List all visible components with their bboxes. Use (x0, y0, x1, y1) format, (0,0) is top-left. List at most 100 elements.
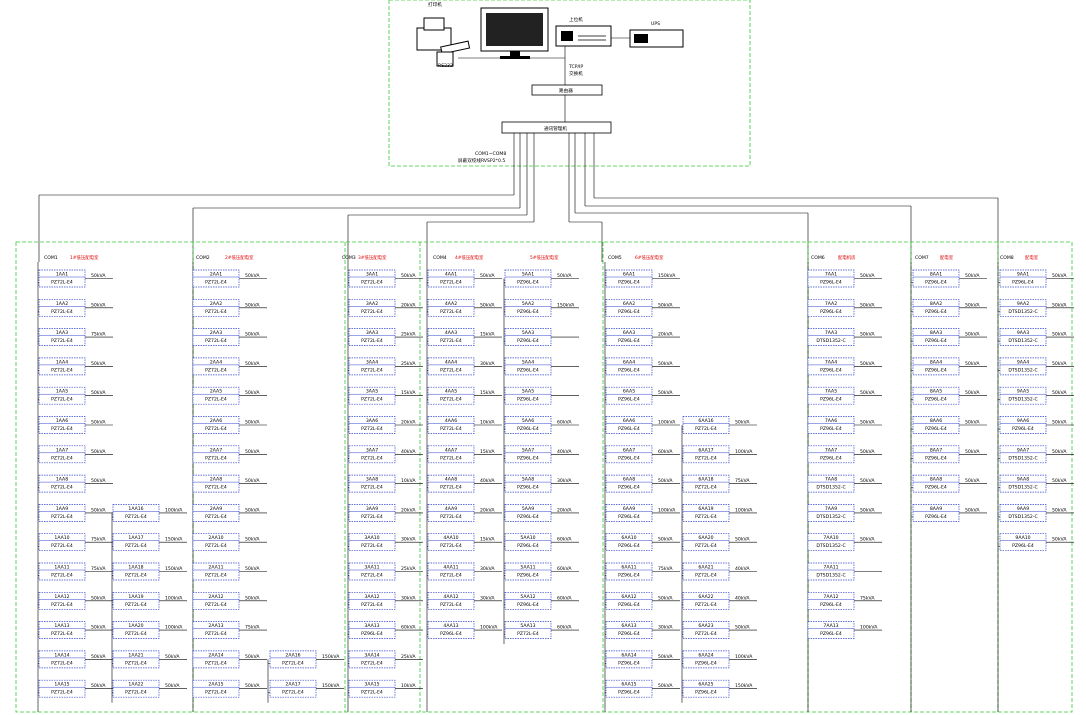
device-unit[interactable]: 3AA13PZ96L-E460kVA (348, 621, 423, 639)
device-unit[interactable]: 4AA2PZ72L-E450kVA (427, 298, 502, 317)
device-unit[interactable]: 2AA15PZ72L-E450kVA (192, 679, 267, 698)
device-unit[interactable]: 4AA11PZ72L-E430kVA (427, 562, 502, 581)
device-unit[interactable]: 2AA8PZ72L-E450kVA (192, 474, 267, 493)
device-unit[interactable]: 8AA9PZ96L-E450kVA (911, 504, 987, 522)
device-unit[interactable]: 6AA24PZ96L-E4100kVA (682, 650, 757, 669)
device-unit[interactable]: 5AA2PZ96L-E4150kVA (504, 298, 579, 317)
device-unit[interactable]: 5AA11PZ96L-E460kVA (504, 562, 579, 581)
device-unit[interactable]: 4AA5PZ72L-E415kVA (427, 386, 502, 405)
device-unit[interactable]: 9AA4DTSD1352-C50kVA (998, 357, 1074, 376)
device-unit[interactable]: 6AA12PZ96L-E450kVA (605, 591, 680, 610)
device-unit[interactable]: 1AA20PZ72L-E4100kVA (112, 621, 187, 639)
device-unit[interactable]: 1AA16PZ72L-E4100kVA (112, 504, 187, 522)
device-unit[interactable]: 3AA10PZ72L-E430kVA (348, 533, 423, 552)
device-unit[interactable]: 6AA7PZ96L-E460kVA (605, 445, 680, 464)
device-unit[interactable]: 1AA19PZ72L-E4100kVA (112, 591, 187, 610)
device-unit[interactable]: 6AA13PZ96L-E430kVA (605, 621, 680, 639)
device-unit[interactable]: 2AA3PZ72L-E450kVA (192, 328, 267, 346)
device-unit[interactable]: 1AA17PZ72L-E4150kVA (112, 533, 187, 552)
device-unit[interactable]: 6AA18PZ72L-E475kVA (682, 474, 757, 493)
device-unit[interactable]: 1AA12PZ72L-E450kVA (38, 591, 113, 610)
device-unit[interactable]: 6AA22PZ72L-E440kVA (682, 591, 757, 610)
device-unit[interactable]: 7AA2PZ96L-E450kVA (807, 298, 882, 317)
device-unit[interactable]: 4AA3PZ72L-E415kVA (427, 328, 502, 346)
device-unit[interactable]: 1AA21PZ72L-E450kVA (112, 650, 187, 669)
device-unit[interactable]: 3AA9PZ72L-E420kVA (348, 504, 423, 522)
device-unit[interactable]: 2AA17PZ72L-E4150kVA (268, 679, 344, 698)
device-unit[interactable]: 1AA13PZ72L-E450kVA (38, 621, 113, 639)
device-unit[interactable]: 2AA7PZ72L-E450kVA (192, 445, 267, 464)
device-unit[interactable]: 7AA10DTSD1352-C50kVA (807, 533, 882, 552)
device-unit[interactable]: 9AA6PZ96L-E450kVA (998, 416, 1074, 434)
device-unit[interactable]: 1AA1PZ72L-E450kVA (38, 269, 113, 288)
device-unit[interactable]: 9AA8DTSD1352-C50kVA (998, 474, 1074, 493)
device-unit[interactable]: 3AA1PZ72L-E450kVA (348, 269, 423, 288)
device-unit[interactable]: 5AA4PZ96L-E4 (504, 357, 579, 376)
device-unit[interactable]: 2AA1PZ72L-E450kVA (192, 269, 267, 288)
device-unit[interactable]: 6AA20PZ72L-E450kVA (682, 533, 757, 552)
device-unit[interactable]: 6AA25PZ96L-E4150kVA (682, 679, 757, 698)
device-unit[interactable]: 6AA11PZ96L-E475kVA (605, 562, 680, 581)
device-unit[interactable]: 2AA10PZ72L-E450kVA (192, 533, 267, 552)
device-unit[interactable]: 8AA8PZ96L-E450kVA (911, 474, 987, 493)
device-unit[interactable]: 1AA18PZ72L-E4150kVA (112, 562, 187, 581)
device-unit[interactable]: 1AA15PZ72L-E450kVA (38, 679, 113, 698)
device-unit[interactable]: 1AA10PZ72L-E475kVA (38, 533, 113, 552)
device-unit[interactable]: 2AA11PZ72L-E450kVA (192, 562, 267, 581)
device-unit[interactable]: 1AA7PZ72L-E450kVA (38, 445, 113, 464)
device-unit[interactable]: 2AA2PZ72L-E450kVA (192, 298, 267, 317)
device-unit[interactable]: 7AA7PZ96L-E450kVA (807, 445, 882, 464)
device-unit[interactable]: 4AA4PZ72L-E430kVA (427, 357, 502, 376)
device-unit[interactable]: 9AA10PZ96L-E450kVA (998, 533, 1074, 552)
device-unit[interactable]: 7AA8DTSD1352-C50kVA (807, 474, 882, 493)
device-unit[interactable]: 7AA9DTSD1352-C50kVA (807, 504, 882, 522)
device-unit[interactable]: 3AA12PZ72L-E430kVA (348, 591, 423, 610)
device-unit[interactable]: 6AA1PZ96L-E4150kVA (605, 269, 680, 288)
device-unit[interactable]: 5AA1PZ96L-E450kVA (504, 269, 579, 288)
device-unit[interactable]: 3AA8PZ72L-E410kVA (348, 474, 423, 493)
device-unit[interactable]: 6AA19PZ72L-E4100kVA (682, 504, 757, 522)
device-unit[interactable]: 2AA16PZ72L-E4150kVA (268, 650, 344, 669)
device-unit[interactable]: 1AA8PZ72L-E450kVA (38, 474, 113, 493)
device-unit[interactable]: 9AA9DTSD1352-C50kVA (998, 504, 1074, 522)
device-unit[interactable]: 7AA3DTSD1352-C50kVA (807, 328, 882, 346)
device-unit[interactable]: 6AA17PZ72L-E4100kVA (682, 445, 757, 464)
device-unit[interactable]: 6AA4PZ96L-E450kVA (605, 357, 680, 376)
device-unit[interactable]: 2AA4PZ72L-E450kVA (192, 357, 267, 376)
device-unit[interactable]: 5AA6PZ96L-E460kVA (504, 416, 579, 434)
device-unit[interactable]: 9AA3DTSD1352-C50kVA (998, 328, 1074, 346)
device-unit[interactable]: 6AA10PZ96L-E450kVA (605, 533, 680, 552)
device-unit[interactable]: 3AA6PZ72L-E420kVA (348, 416, 423, 434)
device-unit[interactable]: 1AA9PZ72L-E450kVA (38, 504, 113, 522)
device-unit[interactable]: 6AA3PZ96L-E420kVA (605, 328, 680, 346)
device-unit[interactable]: 4AA9PZ72L-E420kVA (427, 504, 502, 522)
device-unit[interactable]: 1AA5PZ72L-E450kVA (38, 386, 113, 405)
device-unit[interactable]: 8AA3PZ96L-E450kVA (911, 328, 987, 346)
device-unit[interactable]: 1AA6PZ72L-E450kVA (38, 416, 113, 434)
device-unit[interactable]: 1AA3PZ72L-E475kVA (38, 328, 113, 346)
device-unit[interactable]: 8AA2PZ96L-E450kVA (911, 298, 987, 317)
device-unit[interactable]: 4AA12PZ72L-E430kVA (427, 591, 502, 610)
device-unit[interactable]: 5AA7PZ96L-E440kVA (504, 445, 579, 464)
device-unit[interactable]: 4AA8PZ72L-E440kVA (427, 474, 502, 493)
device-unit[interactable]: 7AA11DTSD1352-C (807, 562, 882, 581)
device-unit[interactable]: 5AA3PZ96L-E4 (504, 328, 579, 346)
device-unit[interactable]: 7AA13PZ96L-E4100kVA (807, 621, 882, 639)
device-unit[interactable]: 5AA5PZ96L-E4 (504, 386, 579, 405)
device-unit[interactable]: 9AA7DTSD1352-C50kVA (998, 445, 1074, 464)
device-unit[interactable]: 7AA5PZ96L-E450kVA (807, 386, 882, 405)
device-unit[interactable]: 2AA5PZ72L-E450kVA (192, 386, 267, 405)
device-unit[interactable]: 2AA6PZ72L-E450kVA (192, 416, 267, 434)
device-unit[interactable]: 1AA11PZ72L-E475kVA (38, 562, 113, 581)
device-unit[interactable]: 2AA14PZ72L-E450kVA (192, 650, 267, 669)
device-unit[interactable]: 6AA8PZ96L-E450kVA (605, 474, 680, 493)
device-unit[interactable]: 7AA1PZ96L-E450kVA (807, 269, 882, 288)
device-unit[interactable]: 4AA10PZ72L-E415kVA (427, 533, 502, 552)
device-unit[interactable]: 6AA21PZ72L-E440kVA (682, 562, 757, 581)
device-unit[interactable]: 6AA6PZ96L-E4100kVA (605, 416, 680, 434)
device-unit[interactable]: 5AA12PZ96L-E460kVA (504, 591, 579, 610)
device-unit[interactable]: 8AA4PZ96L-E450kVA (911, 357, 987, 376)
device-unit[interactable]: 6AA14PZ96L-E450kVA (605, 650, 680, 669)
device-unit[interactable]: 2AA12PZ72L-E450kVA (192, 591, 267, 610)
device-unit[interactable]: 5AA8PZ96L-E430kVA (504, 474, 579, 493)
